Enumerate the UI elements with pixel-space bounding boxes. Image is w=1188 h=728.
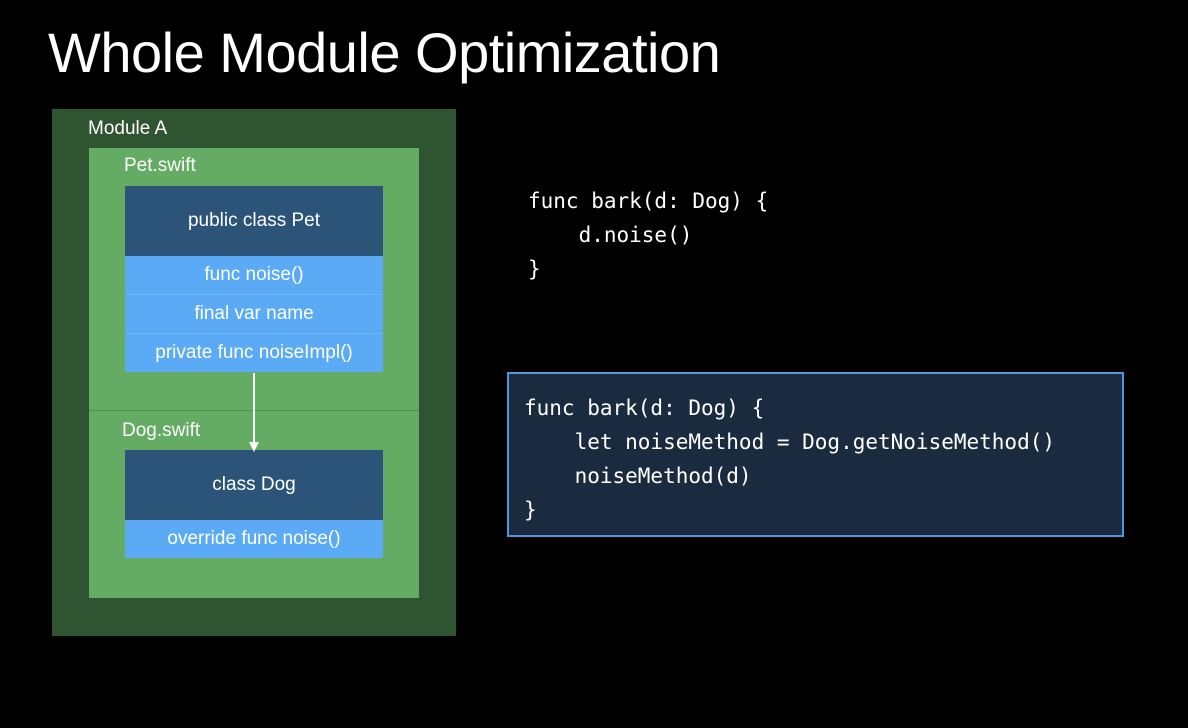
inheritance-arrow-icon	[249, 373, 259, 452]
member-override-func-noise: override func noise()	[125, 520, 383, 558]
code-line: noiseMethod(d)	[524, 464, 752, 488]
class-header-pet: public class Pet	[125, 186, 383, 256]
class-box-dog: class Dog override func noise()	[125, 450, 383, 558]
code-line: }	[528, 257, 541, 281]
code-block-optimized-box: func bark(d: Dog) { let noiseMethod = Do…	[507, 372, 1124, 537]
class-box-pet: public class Pet func noise() final var …	[125, 186, 383, 372]
code-block-optimized: func bark(d: Dog) { let noiseMethod = Do…	[524, 391, 1055, 527]
code-line: let noiseMethod = Dog.getNoiseMethod()	[524, 430, 1056, 454]
code-line: func bark(d: Dog) {	[528, 189, 769, 213]
module-a-container: Module A Pet.swift public class Pet func…	[52, 109, 456, 636]
code-line: }	[524, 498, 537, 522]
slide-title: Whole Module Optimization	[48, 21, 721, 84]
file-label-dog-swift: Dog.swift	[122, 420, 201, 441]
code-line: d.noise()	[528, 223, 693, 247]
code-block-original: func bark(d: Dog) { d.noise()}	[528, 184, 768, 286]
file-area: Pet.swift public class Pet func noise() …	[89, 148, 419, 598]
module-label: Module A	[88, 118, 168, 139]
code-line: func bark(d: Dog) {	[524, 396, 765, 420]
member-func-noise: func noise()	[125, 256, 383, 294]
member-private-func-noiseimpl: private func noiseImpl()	[125, 333, 383, 372]
file-label-pet-swift: Pet.swift	[124, 155, 196, 176]
member-final-var-name: final var name	[125, 294, 383, 333]
class-header-dog: class Dog	[125, 450, 383, 520]
